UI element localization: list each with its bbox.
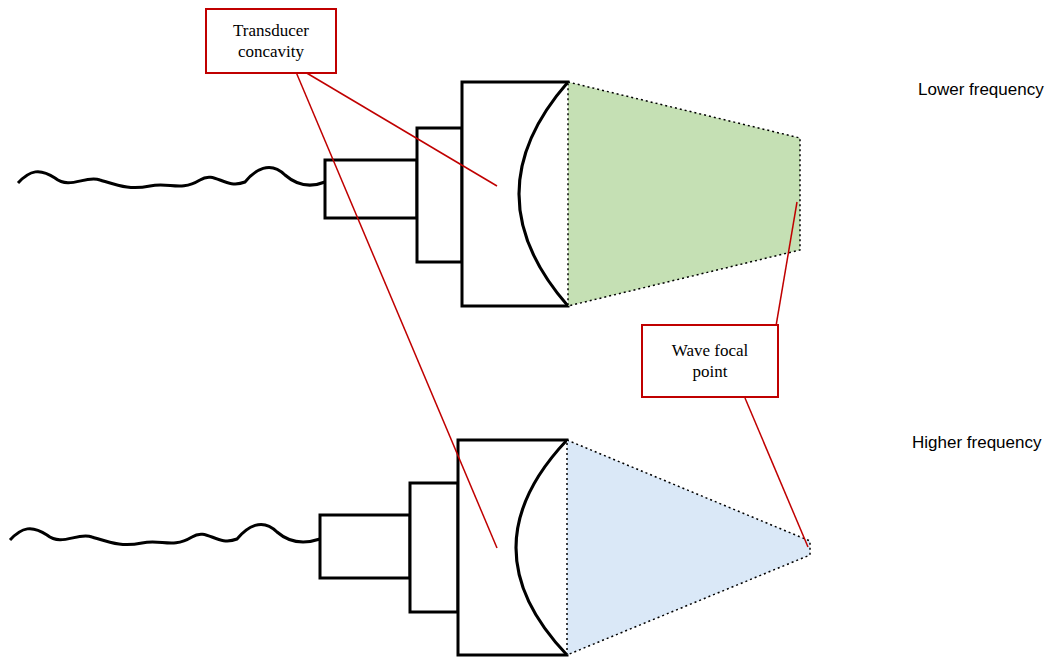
concave-face xyxy=(516,440,567,655)
frequency-label: Lower frequency xyxy=(918,80,1044,100)
callout-box: Transducer concavity xyxy=(205,8,337,74)
leader-line xyxy=(296,72,497,548)
leader-line xyxy=(745,398,808,547)
frequency-label: Higher frequency xyxy=(912,433,1041,453)
wide-beam xyxy=(568,82,800,306)
narrow-beam xyxy=(567,440,810,655)
callout-text: Transducer concavity xyxy=(217,20,325,63)
callout-box: Wave focal point xyxy=(641,324,779,398)
leader-line xyxy=(776,202,797,326)
connector-box xyxy=(325,160,417,218)
transducer-body xyxy=(462,82,568,306)
transducer-body xyxy=(458,440,567,655)
leader-line xyxy=(305,72,497,186)
callout-text: Wave focal point xyxy=(653,340,767,383)
cable xyxy=(10,524,320,544)
transducer-collar xyxy=(410,483,458,612)
connector-box xyxy=(320,515,410,578)
concave-face xyxy=(519,82,568,306)
transducer-collar xyxy=(417,128,462,262)
cable xyxy=(18,167,325,187)
